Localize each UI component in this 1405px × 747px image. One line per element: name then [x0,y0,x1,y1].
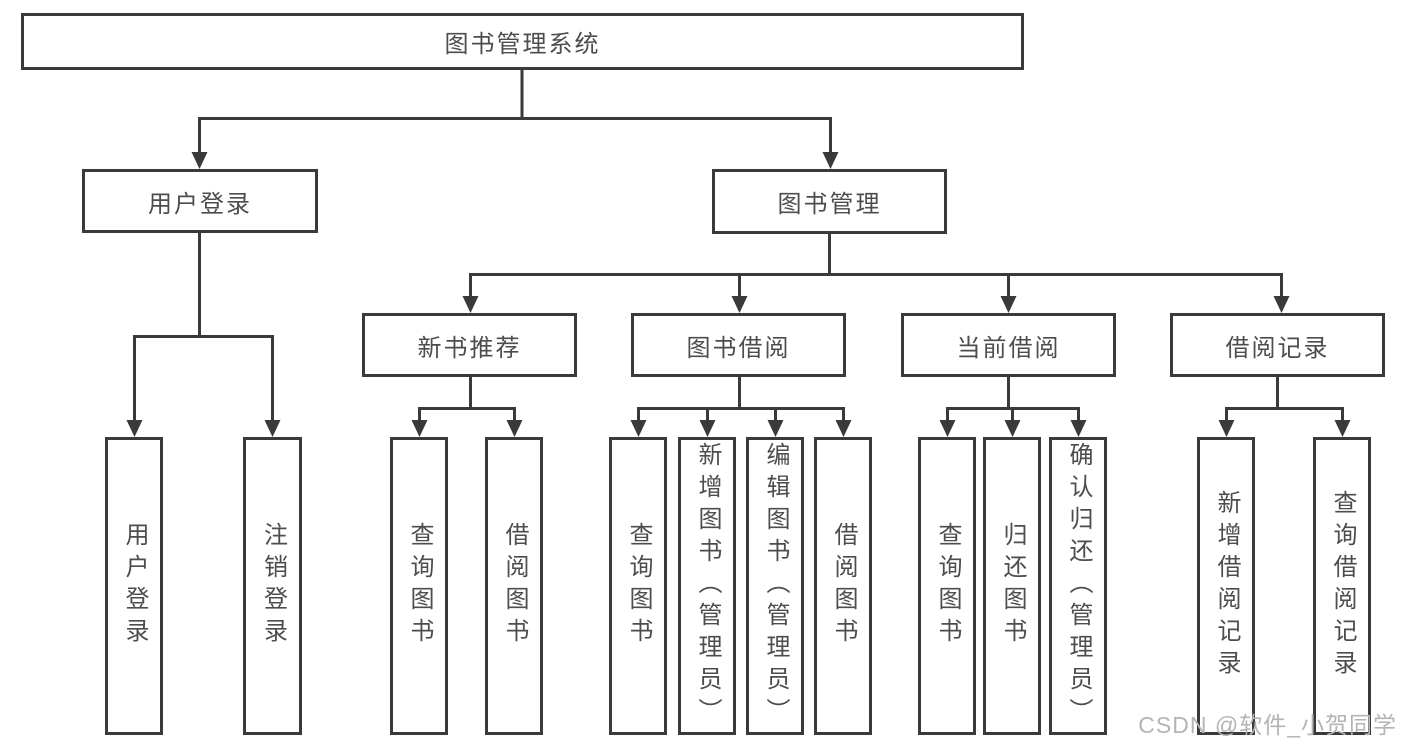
node-book-borrowing: 图书借阅 [631,313,846,377]
leaf-query-borrow-record: 查询借阅记录 [1313,437,1371,735]
leaf-borrowing-query-books-label: 查询图书 [625,522,652,650]
leaf-edit-book-admin-label: 编辑图书（管理员） [762,442,789,730]
leaf-borrowing-query-books: 查询图书 [609,437,667,735]
node-book-management: 图书管理 [712,169,947,234]
leaf-return-books: 归还图书 [983,437,1041,735]
leaf-confirm-return-admin: 确认归还（管理员） [1049,437,1107,735]
leaf-return-books-label: 归还图书 [999,522,1026,650]
leaf-confirm-return-admin-label: 确认归还（管理员） [1065,442,1092,730]
leaf-logout-label: 注销登录 [259,522,287,650]
leaf-add-borrow-record: 新增借阅记录 [1197,437,1255,735]
node-library-management-system: 图书管理系统 [21,13,1024,70]
leaf-recommend-borrow-books: 借阅图书 [485,437,543,735]
leaf-add-borrow-record-label: 新增借阅记录 [1213,490,1240,682]
node-borrowing-records: 借阅记录 [1170,313,1385,377]
leaf-recommend-query-books-label: 查询图书 [406,522,433,650]
leaf-user-login: 用户登录 [105,437,163,735]
node-new-book-recommendation: 新书推荐 [362,313,577,377]
node-user-login: 用户登录 [82,169,318,233]
leaf-edit-book-admin: 编辑图书（管理员） [746,437,804,735]
leaf-current-query-books-label: 查询图书 [934,522,961,650]
leaf-recommend-query-books: 查询图书 [390,437,448,735]
leaf-query-borrow-record-label: 查询借阅记录 [1329,490,1356,682]
leaf-borrowing-borrow-books: 借阅图书 [814,437,872,735]
leaf-recommend-borrow-books-label: 借阅图书 [501,522,528,650]
leaf-add-book-admin-label: 新增图书（管理员） [694,442,721,730]
leaf-add-book-admin: 新增图书（管理员） [678,437,736,735]
leaf-logout: 注销登录 [243,437,302,735]
node-current-borrowing: 当前借阅 [901,313,1116,377]
leaf-borrowing-borrow-books-label: 借阅图书 [830,522,857,650]
leaf-current-query-books: 查询图书 [918,437,976,735]
csdn-watermark: CSDN @软件_小贺同学 [1138,712,1397,738]
leaf-user-login-label: 用户登录 [121,522,148,650]
